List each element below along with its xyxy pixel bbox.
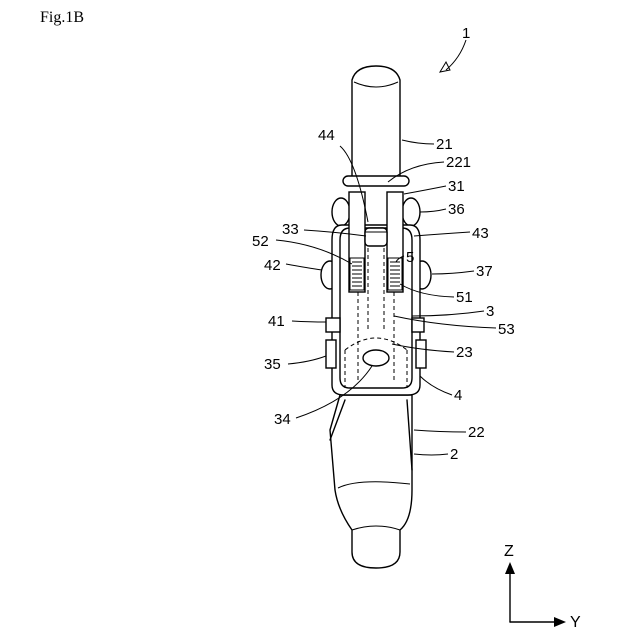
figure-title: Fig.1B	[40, 9, 84, 26]
label-43: 43	[472, 225, 489, 242]
label-53: 53	[498, 321, 515, 338]
label-33: 33	[282, 221, 299, 238]
label-23: 23	[456, 344, 473, 361]
side-knobs-upper	[332, 198, 420, 226]
label-31: 31	[448, 178, 465, 195]
z-arrow-icon	[505, 562, 515, 574]
label-221: 221	[446, 154, 471, 171]
collar	[343, 176, 409, 186]
label-5: 5	[406, 249, 414, 266]
top-slot	[365, 228, 387, 246]
label-34: 34	[274, 411, 291, 428]
label-51: 51	[456, 289, 473, 306]
label-1: 1	[462, 25, 470, 42]
lower-handle	[330, 395, 412, 568]
bottom-slot	[363, 350, 389, 366]
axis-indicator: Z Y	[504, 543, 581, 631]
label-52: 52	[252, 233, 269, 250]
label-35: 35	[264, 356, 281, 373]
label-3: 3	[486, 303, 494, 320]
label-2: 2	[450, 446, 458, 463]
label-22: 22	[468, 424, 485, 441]
axis-y-label: Y	[570, 614, 581, 631]
label-37: 37	[476, 263, 493, 280]
label-44: 44	[318, 127, 335, 144]
upper-rod	[352, 66, 400, 178]
axis-z-label: Z	[504, 543, 514, 560]
label-4: 4	[454, 387, 462, 404]
y-arrow-icon	[554, 617, 566, 627]
label-42: 42	[264, 257, 281, 274]
label-36: 36	[448, 201, 465, 218]
label-41: 41	[268, 313, 285, 330]
label-21: 21	[436, 136, 453, 153]
